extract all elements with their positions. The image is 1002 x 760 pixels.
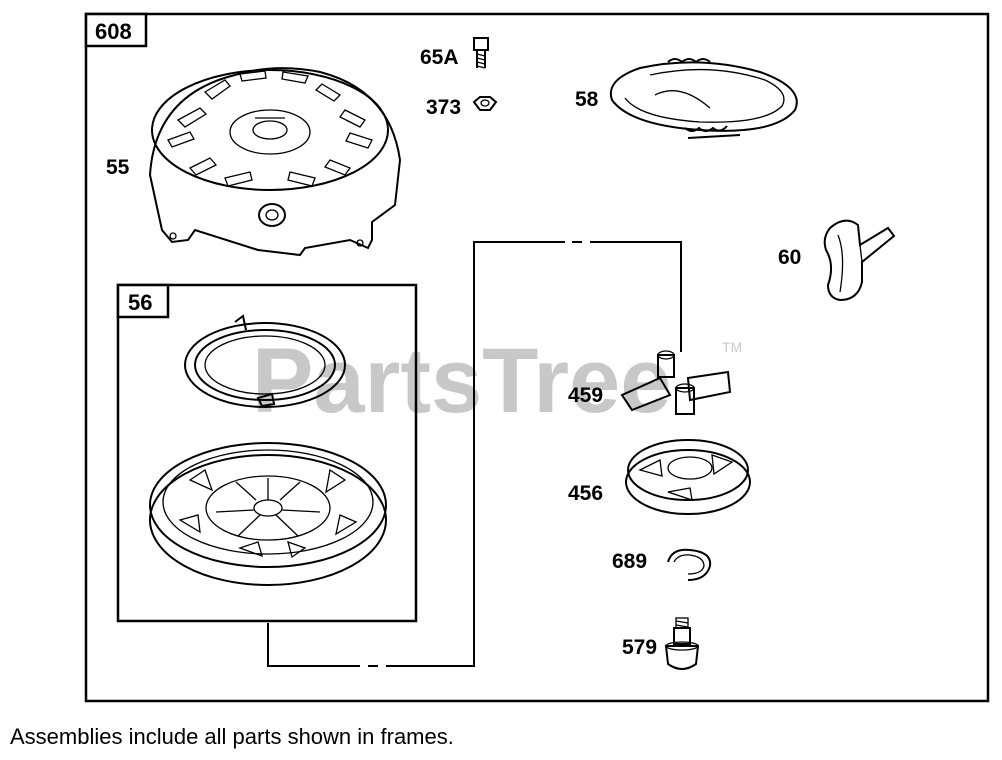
part-label-55: 55 <box>106 156 130 179</box>
snap-ring-drawing <box>667 548 712 581</box>
shoulder-screw-drawing <box>664 617 700 670</box>
part-label-689: 689 <box>612 550 647 573</box>
pulley-drawing <box>149 442 387 586</box>
starter-rope-drawing <box>609 58 798 139</box>
frame-56-label: 56 <box>128 290 152 315</box>
part-label-60: 60 <box>778 246 801 269</box>
bolt-drawing <box>473 37 489 69</box>
recoil-housing-drawing <box>148 67 402 257</box>
part-label-579: 579 <box>622 636 657 659</box>
frame-56-label-box <box>116 283 170 319</box>
assembly-frame-56 <box>116 283 418 623</box>
pawl-drawing <box>620 350 732 415</box>
frame-608-label-box <box>84 12 148 48</box>
rewind-spring-drawing <box>184 314 346 408</box>
retainer-drawing <box>625 439 751 515</box>
starter-handle-drawing <box>823 219 896 302</box>
assembly-connector <box>267 241 682 667</box>
part-label-459: 459 <box>568 384 603 407</box>
nut-drawing <box>472 96 498 111</box>
watermark-trademark: TM <box>722 339 742 355</box>
assembly-frame-608 <box>84 12 990 703</box>
part-label-65a: 65A <box>420 46 459 69</box>
part-label-373: 373 <box>426 96 461 119</box>
frame-608-label: 608 <box>95 19 132 44</box>
watermark-text: PartsTree <box>252 330 671 432</box>
assembly-caption: Assemblies include all parts shown in fr… <box>10 724 454 749</box>
part-label-456: 456 <box>568 482 603 505</box>
part-label-58: 58 <box>575 88 599 111</box>
